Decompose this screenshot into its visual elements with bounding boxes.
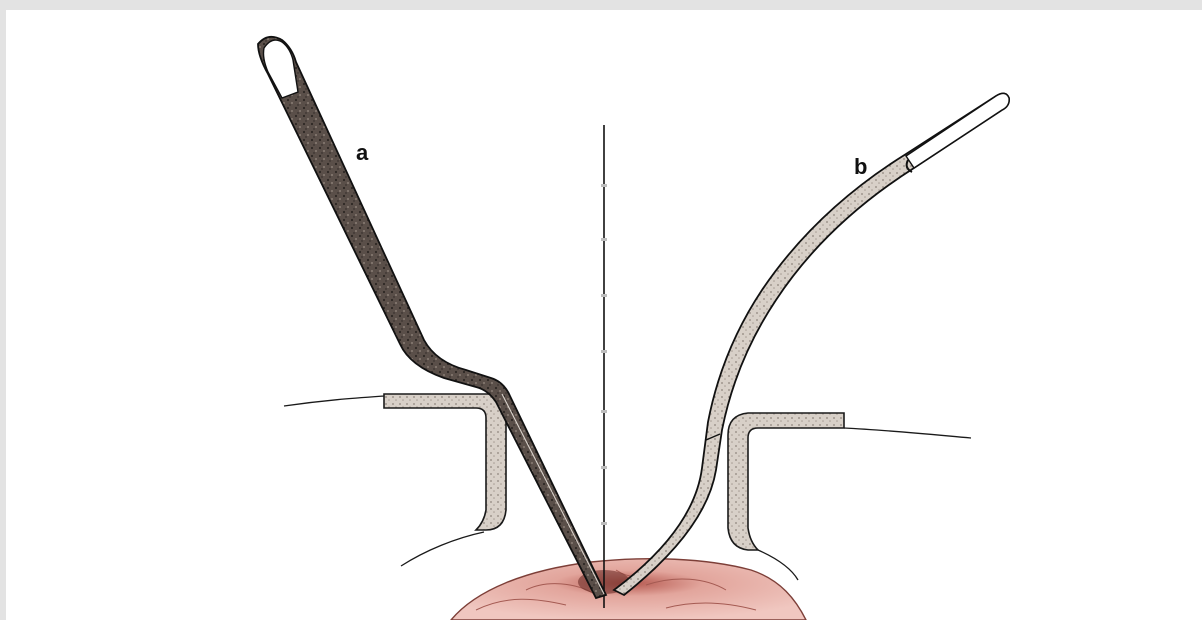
- surgical-illustration: a b: [6, 10, 1202, 620]
- figure-panel: a b: [6, 10, 1202, 620]
- label-a: a: [356, 140, 369, 165]
- instrument-a: a: [258, 37, 606, 598]
- right-retractor: [728, 413, 971, 580]
- label-b: b: [854, 154, 867, 179]
- instrument-b: b: [614, 93, 1009, 595]
- center-line: [601, 125, 607, 608]
- left-retractor: [284, 394, 506, 566]
